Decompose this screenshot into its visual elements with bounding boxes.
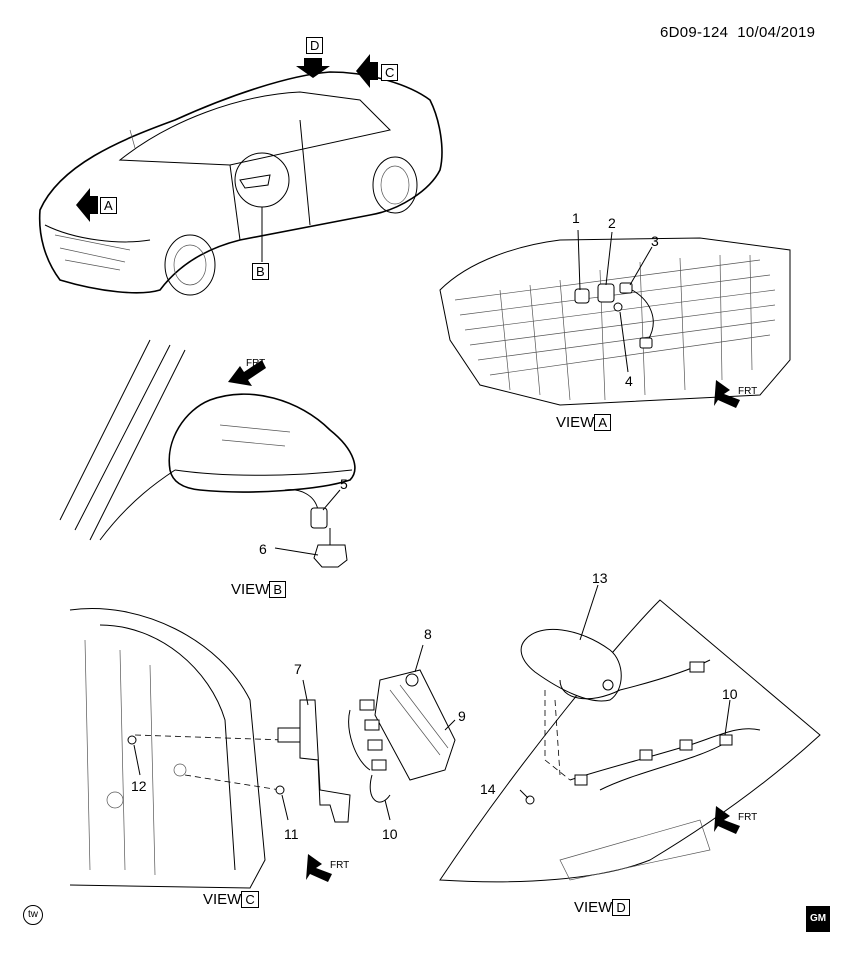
part-number-10-view-c: 10 bbox=[382, 826, 398, 842]
part-number-2: 2 bbox=[608, 215, 616, 231]
part-number-12: 12 bbox=[131, 778, 147, 794]
car-overview bbox=[38, 71, 443, 296]
tw-logo: tw bbox=[23, 905, 43, 925]
view-c-letter: C bbox=[241, 891, 259, 908]
frt-label-c: FRT bbox=[330, 860, 350, 871]
view-a-letter: A bbox=[594, 414, 612, 431]
diagram-code: 6D09-124 bbox=[660, 24, 729, 41]
callout-a: A bbox=[100, 197, 117, 214]
part-number-6: 6 bbox=[259, 541, 267, 557]
part-number-14: 14 bbox=[480, 781, 496, 797]
view-d-art bbox=[439, 584, 821, 883]
part-number-1: 1 bbox=[572, 210, 580, 226]
diagram-date: 10/04/2019 bbox=[737, 24, 816, 41]
part-number-8: 8 bbox=[424, 626, 432, 642]
callout-d: D bbox=[306, 37, 324, 54]
view-b-letter: B bbox=[269, 581, 287, 598]
view-d-letter: D bbox=[612, 899, 630, 916]
part-number-3: 3 bbox=[651, 233, 659, 249]
gm-logo: GM bbox=[806, 906, 830, 932]
part-number-13: 13 bbox=[592, 570, 608, 586]
view-b-art bbox=[59, 339, 356, 568]
part-number-11: 11 bbox=[284, 826, 299, 842]
view-a-art bbox=[439, 229, 791, 406]
diagram-header: 6D09-124 10/04/2019 bbox=[660, 24, 815, 41]
callout-c: C bbox=[381, 64, 399, 81]
frt-arrows bbox=[228, 360, 740, 882]
part-number-9: 9 bbox=[458, 708, 466, 724]
part-number-4: 4 bbox=[625, 373, 633, 389]
part-number-7: 7 bbox=[294, 661, 302, 677]
frt-label-a: FRT bbox=[738, 386, 758, 397]
view-c-art bbox=[69, 608, 456, 889]
callout-b: B bbox=[252, 263, 269, 280]
callout-arrows bbox=[76, 54, 378, 222]
frt-label-d: FRT bbox=[738, 812, 758, 823]
part-number-5: 5 bbox=[340, 476, 348, 492]
frt-label-b: FRT bbox=[246, 358, 266, 369]
part-number-10-view-d: 10 bbox=[722, 686, 738, 702]
